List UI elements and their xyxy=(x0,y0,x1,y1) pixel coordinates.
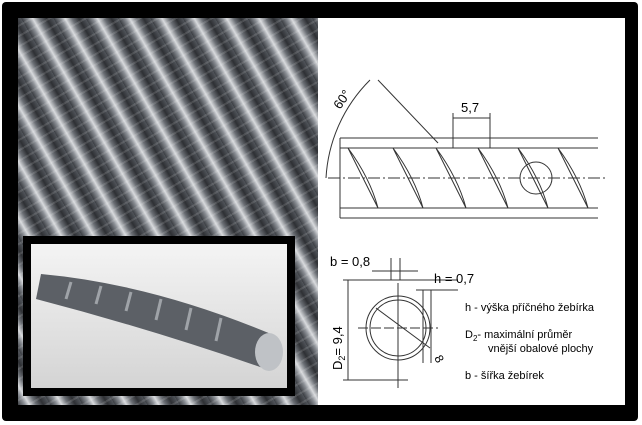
legend-b: b - šířka žebírek xyxy=(465,370,544,382)
legend-h: h - výška příčného žebírka xyxy=(465,302,595,314)
technical-drawing-panel: 60° 5,7 b = 0,8 h = 0,7 D2= 9,4 8 h - vý… xyxy=(318,18,625,405)
rebar-illustration xyxy=(36,274,283,371)
rebar-drawing: 60° 5,7 b = 0,8 h = 0,7 D2= 9,4 8 h - vý… xyxy=(325,79,608,388)
rib-width-label: b = 0,8 xyxy=(330,254,370,269)
rib-height-label: h = 0,7 xyxy=(434,271,474,286)
transverse-ribs xyxy=(347,147,589,209)
pitch-label: 5,7 xyxy=(461,100,479,115)
angle-arc xyxy=(325,79,371,179)
d2-label: D2= 9,4 xyxy=(330,326,347,370)
angle-label: 60° xyxy=(330,87,354,112)
diameter-label: 8 xyxy=(431,353,447,366)
legend-d2-cont: vnější obalové plochy xyxy=(488,343,594,355)
single-rebar-photo xyxy=(23,236,295,396)
angle-line xyxy=(377,79,439,144)
legend-d2: D2- maximální průměr xyxy=(465,329,572,343)
